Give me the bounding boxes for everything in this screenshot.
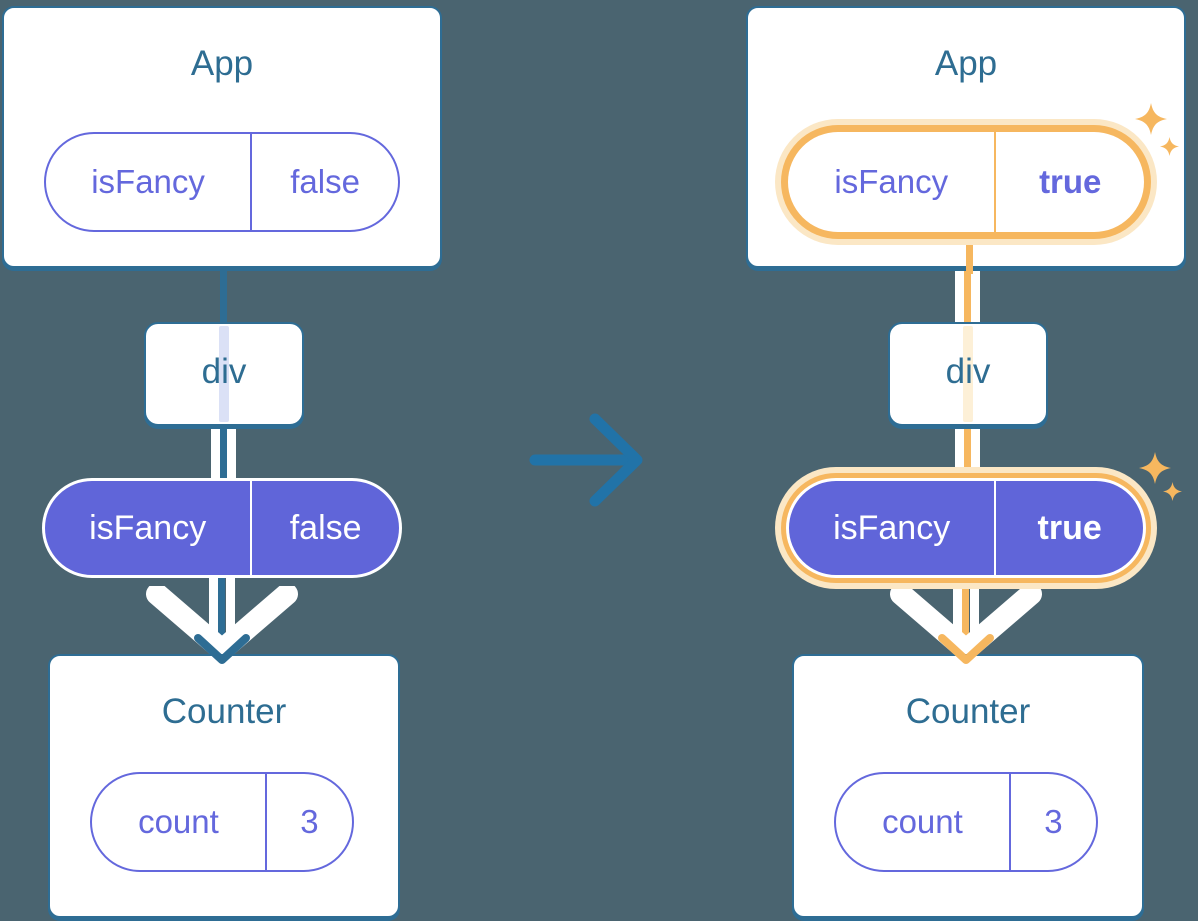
app-card: App isFancy false	[2, 6, 442, 268]
state-name: count	[836, 774, 1011, 870]
down-chevron-icon	[146, 586, 298, 661]
app-prop-pill: isFancy false	[44, 132, 400, 232]
prop-pass-through-stripe	[219, 326, 229, 422]
connector-div-to-prop	[211, 420, 236, 480]
arrow-casing-line	[226, 576, 235, 646]
connector-pill-to-card-edge	[966, 244, 973, 274]
state-name: count	[92, 774, 267, 870]
div-card: div	[888, 322, 1048, 426]
down-chevron-icon	[890, 586, 1042, 661]
div-label: div	[201, 352, 247, 391]
prop-name: isFancy	[788, 132, 997, 232]
arrow-casing-line	[953, 576, 962, 646]
prop-name: isFancy	[45, 481, 253, 575]
component-tree-after: App isFancy true div isFancy true	[746, 0, 1186, 921]
prop-name: isFancy	[46, 134, 253, 230]
app-card: App isFancy true	[746, 6, 1186, 274]
app-title: App	[190, 44, 254, 83]
prop-value: false	[289, 508, 362, 547]
prop-pass-through-stripe	[963, 326, 973, 422]
arrow-center-line	[962, 576, 969, 638]
div-label: div	[945, 352, 991, 391]
prop-value: true	[1039, 163, 1102, 200]
prop-value: true	[1037, 508, 1102, 547]
app-prop-pill-highlighted: isFancy true	[788, 132, 1144, 232]
state-value: 3	[1044, 803, 1063, 840]
counter-title: Counter	[905, 692, 1031, 731]
counter-title: Counter	[161, 692, 287, 731]
app-title: App	[934, 44, 998, 83]
down-arrowhead-icon	[194, 634, 250, 664]
prop-value: false	[290, 163, 360, 200]
sparkle-icon	[1160, 137, 1179, 156]
sparkle-icon	[1163, 482, 1182, 501]
passed-prop-pill-highlighted: isFancy true	[786, 478, 1146, 578]
counter-state-pill: count 3	[90, 772, 354, 872]
component-tree-before: App isFancy false div isFancy false Coun…	[2, 0, 442, 921]
arrow-center-line	[218, 576, 225, 638]
connector-app-to-div	[220, 262, 227, 324]
div-card: div	[144, 322, 304, 426]
transition-right-arrow-icon	[529, 413, 643, 507]
sparkle-icon	[1135, 103, 1167, 135]
counter-state-pill: count 3	[834, 772, 1098, 872]
arrow-casing-line	[970, 576, 979, 646]
prop-name: isFancy	[789, 481, 997, 575]
connector-div-to-prop	[955, 420, 980, 480]
state-value: 3	[300, 803, 319, 840]
arrow-casing-line	[209, 576, 218, 646]
passed-prop-pill: isFancy false	[42, 478, 402, 578]
sparkle-icon	[1139, 452, 1171, 484]
down-arrowhead-icon	[938, 634, 994, 664]
connector-app-to-div	[955, 262, 980, 324]
